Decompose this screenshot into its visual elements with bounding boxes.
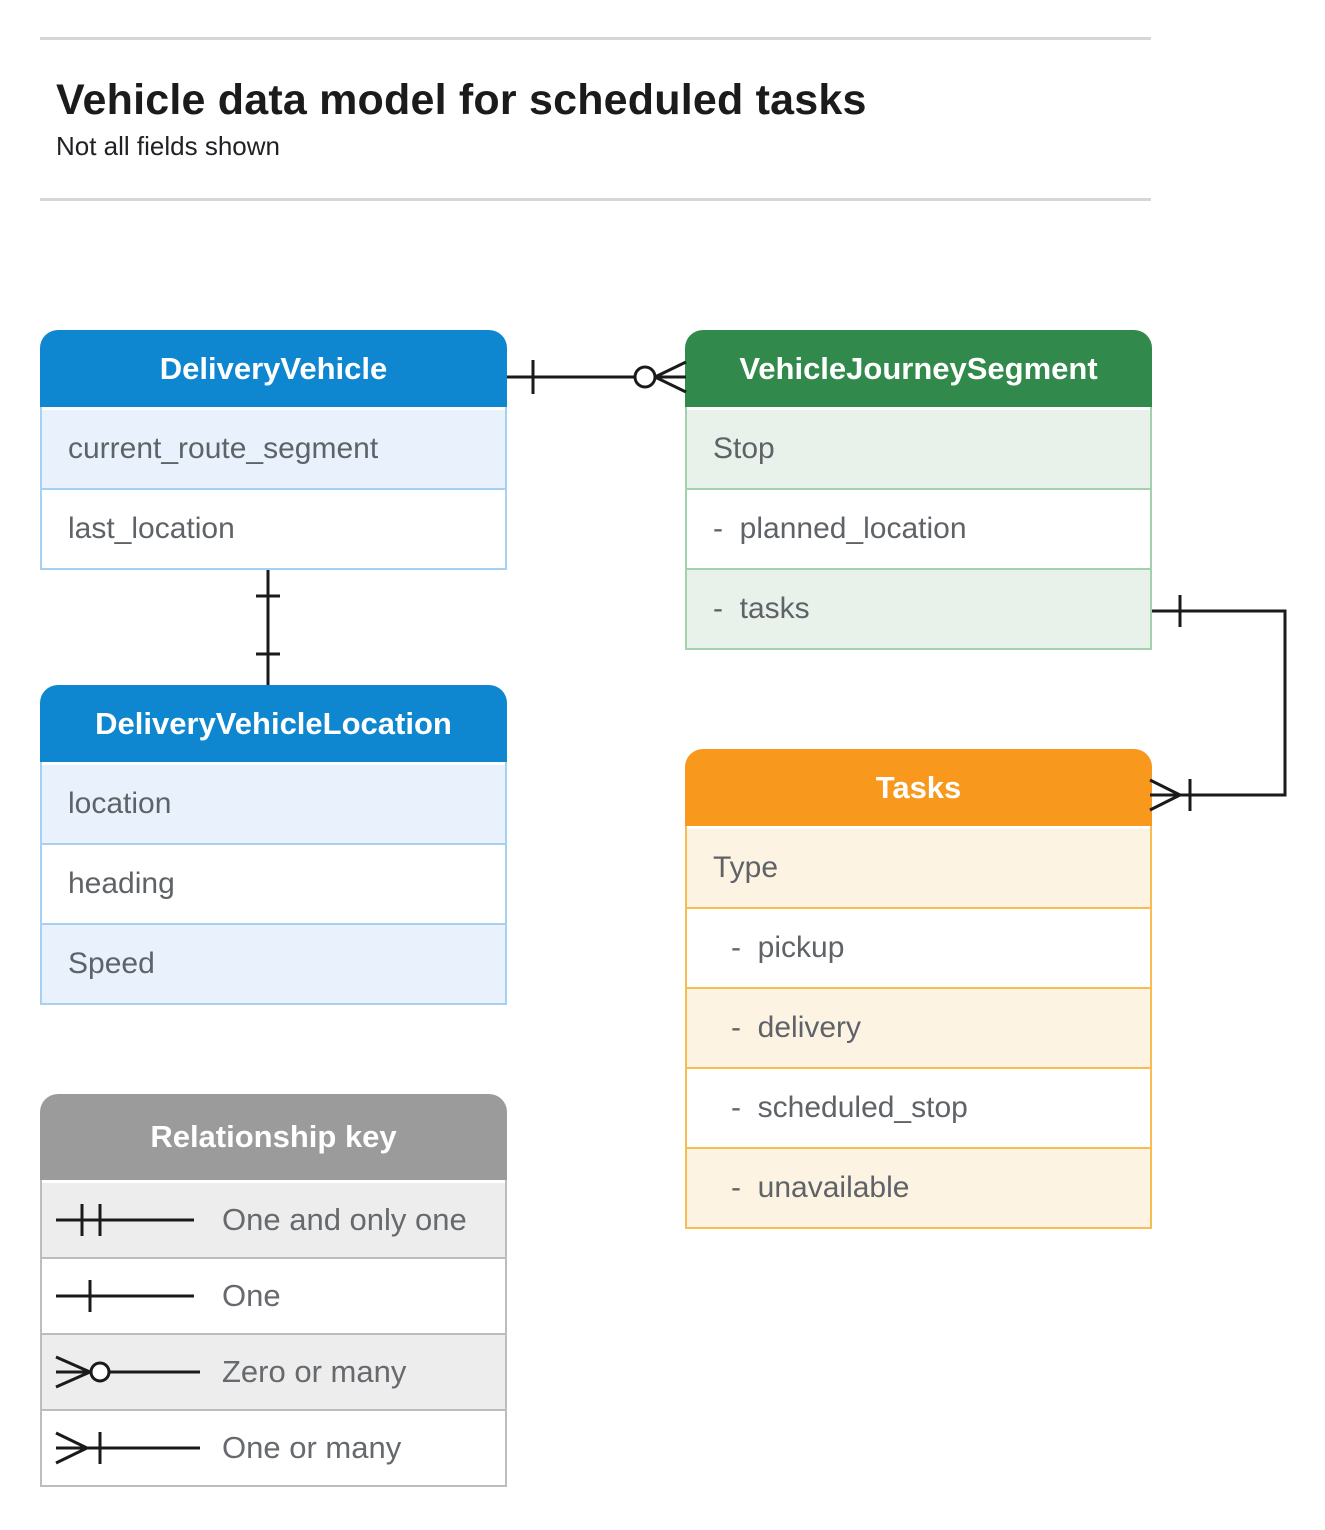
connector-vehiclejourneysegment-tasks <box>1149 595 1287 812</box>
relationship-key-header: Relationship key <box>40 1094 507 1180</box>
table-row: heading <box>42 843 505 923</box>
legend-label: Zero or many <box>222 1354 407 1389</box>
table-row: - pickup <box>687 907 1150 987</box>
delivery-vehicle-location-header: DeliveryVehicleLocation <box>40 685 507 762</box>
one-icon <box>56 1280 194 1312</box>
relationship-key-table: Relationship key One and only one One Ze… <box>40 1094 507 1487</box>
delivery-vehicle-header: DeliveryVehicle <box>40 330 507 407</box>
page-subtitle: Not all fields shown <box>56 131 280 161</box>
legend-row: One and only one <box>42 1180 505 1257</box>
table-row: - unavailable <box>687 1147 1150 1227</box>
legend-row: Zero or many <box>42 1333 505 1409</box>
table-row: Stop <box>687 407 1150 488</box>
table-row: - tasks <box>687 568 1150 648</box>
one-or-many-icon <box>55 1431 200 1465</box>
delivery-vehicle-location-body: location heading Speed <box>40 762 507 1005</box>
table-row: last_location <box>42 488 505 568</box>
tasks-header: Tasks <box>685 749 1152 826</box>
vehicle-journey-segment-table: VehicleJourneySegment Stop - planned_loc… <box>685 330 1152 650</box>
tasks-table: Tasks Type - pickup - delivery - schedul… <box>685 749 1152 1229</box>
table-row: location <box>42 762 505 843</box>
relationship-key-body: One and only one One Zero or many One or… <box>40 1180 507 1487</box>
vehicle-journey-segment-header: VehicleJourneySegment <box>685 330 1152 407</box>
divider-top <box>40 37 1151 40</box>
table-row: Speed <box>42 923 505 1003</box>
delivery-vehicle-body: current_route_segment last_location <box>40 407 507 570</box>
table-row: - scheduled_stop <box>687 1067 1150 1147</box>
delivery-vehicle-location-table: DeliveryVehicleLocation location heading… <box>40 685 507 1005</box>
table-row: - planned_location <box>687 488 1150 568</box>
page-title: Vehicle data model for scheduled tasks <box>56 76 867 124</box>
connector-deliveryvehicle-vehiclejourneysegment <box>507 360 687 394</box>
zero-or-many-icon <box>55 1355 200 1389</box>
table-row: Type <box>687 826 1150 907</box>
delivery-vehicle-table: DeliveryVehicle current_route_segment la… <box>40 330 507 570</box>
table-row: current_route_segment <box>42 407 505 488</box>
connector-deliveryvehicle-deliveryvehiclelocation <box>256 570 280 685</box>
vehicle-journey-segment-body: Stop - planned_location - tasks <box>685 407 1152 650</box>
legend-row: One or many <box>42 1409 505 1485</box>
one-and-only-one-icon <box>56 1204 194 1236</box>
tasks-body: Type - pickup - delivery - scheduled_sto… <box>685 826 1152 1229</box>
divider-bottom <box>40 198 1151 201</box>
legend-label: One and only one <box>222 1202 467 1237</box>
legend-label: One or many <box>222 1430 402 1465</box>
table-row: - delivery <box>687 987 1150 1067</box>
legend-row: One <box>42 1257 505 1333</box>
legend-label: One <box>222 1278 281 1313</box>
